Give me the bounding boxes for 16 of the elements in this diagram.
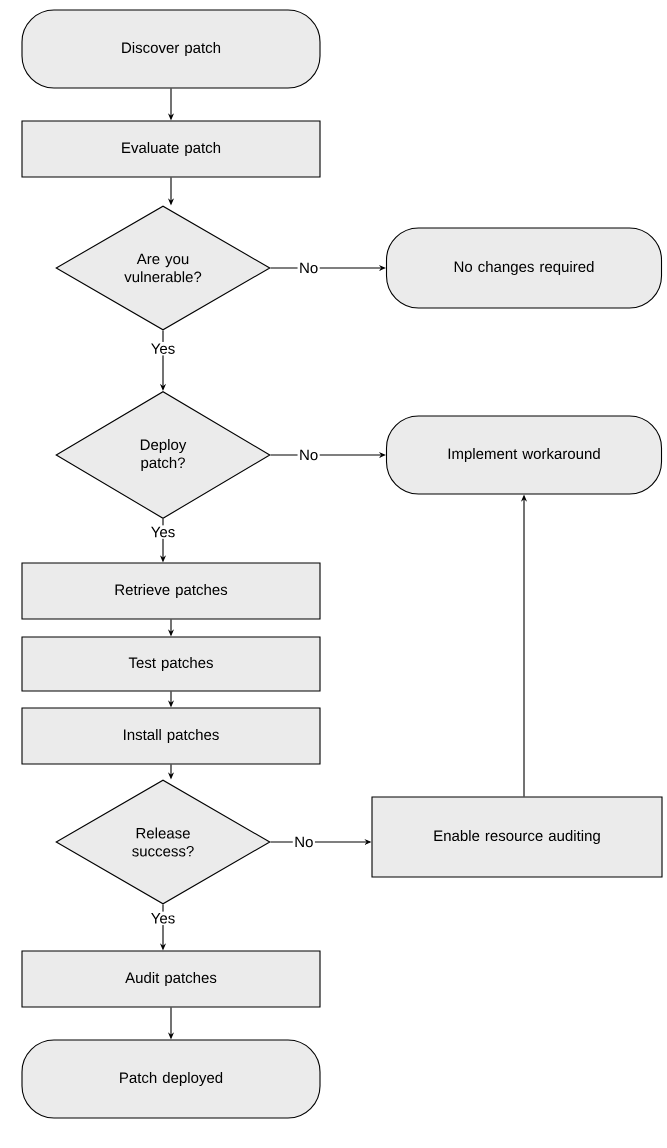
- process-box: Retrieve patches: [21, 562, 321, 620]
- edge-label: No: [300, 449, 318, 461]
- process-box: Test patches: [21, 636, 321, 692]
- terminal-box: Implement workaround: [385, 415, 663, 495]
- process-box: Audit patches: [21, 950, 321, 1008]
- edge-label: No: [300, 262, 318, 274]
- terminal-box: Patch deployed: [21, 1039, 321, 1119]
- process-box: Enable resource auditing: [371, 796, 663, 878]
- edge-label: Yes: [151, 343, 175, 354]
- terminal-box: No changes required: [385, 227, 663, 309]
- process-box: Evaluate patch: [21, 120, 321, 178]
- process-box: Install patches: [21, 707, 321, 765]
- terminal-box: Discover patch: [21, 9, 321, 89]
- edge-label: Yes: [151, 913, 175, 924]
- edge-label: No: [295, 836, 313, 848]
- edge-label: Yes: [151, 526, 175, 538]
